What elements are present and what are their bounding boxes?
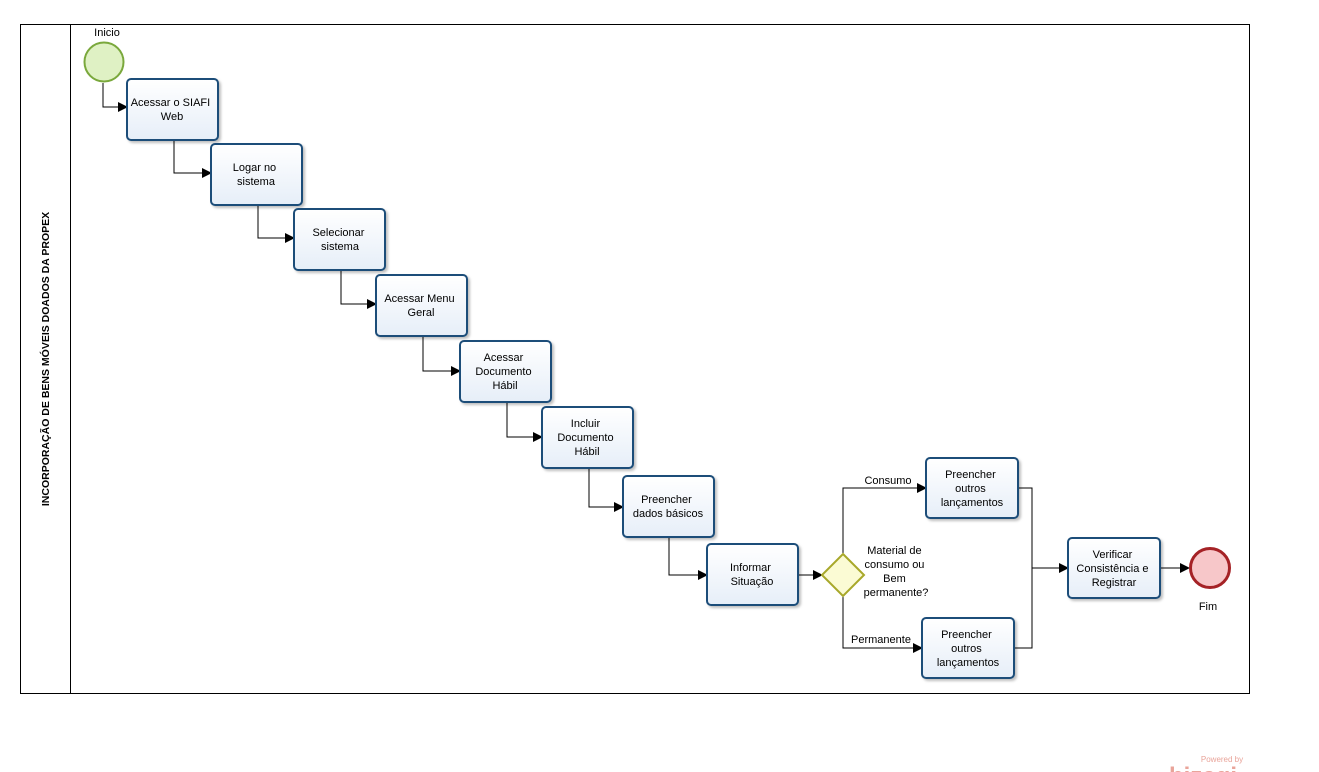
task-basic-data-label: Preencher dados básicos bbox=[633, 494, 704, 520]
flow-gateway-permanente bbox=[842, 596, 923, 653]
exclusive-gateway[interactable] bbox=[820, 552, 866, 598]
flow-t10-to-t11 bbox=[1014, 568, 1033, 649]
task-select-system-label: Selecionar sistema bbox=[312, 227, 367, 253]
flow-t2-to-t3 bbox=[257, 205, 295, 243]
flow-t6-to-t7 bbox=[588, 468, 624, 512]
task-access-document-label: Acessar Documento Hábil bbox=[475, 352, 534, 392]
pool-title: INCORPORAÇÃO DE BENS MÓVEIS DOADOS DA PR… bbox=[39, 212, 52, 506]
flow-t7-to-t8 bbox=[668, 537, 708, 580]
flow-gateway-consumo bbox=[842, 483, 927, 554]
start-event-label: Inicio bbox=[94, 27, 120, 39]
powered-by-label: Powered by bbox=[1201, 755, 1243, 764]
task-other-entries-consumo-label: Preencher outros lançamentos bbox=[941, 469, 1004, 509]
task-login-label: Logar no sistema bbox=[233, 162, 280, 188]
sequence-flows bbox=[102, 83, 1190, 653]
flow-t5-to-t6 bbox=[506, 402, 543, 442]
flow-label-consumo: Consumo bbox=[864, 475, 911, 487]
end-event-label: Fim bbox=[1199, 601, 1217, 613]
flow-label-permanente: Permanente bbox=[851, 634, 911, 646]
task-verify-register-label: Verificar Consistência e Registrar bbox=[1076, 549, 1151, 589]
gateway-question: Material de consumo ou Bem permanente? bbox=[864, 545, 929, 599]
pool-border bbox=[20, 24, 1250, 694]
task-include-document[interactable] bbox=[541, 406, 634, 469]
flow-t3-to-t4 bbox=[340, 270, 377, 309]
task-other-entries-consumo[interactable] bbox=[925, 457, 1019, 519]
task-other-entries-permanente-label: Preencher outros lançamentos bbox=[937, 629, 1000, 669]
task-access-siafi-label: Acessar o SIAFI Web bbox=[131, 97, 214, 123]
start-event[interactable] bbox=[83, 41, 125, 83]
flow-t9-to-t11 bbox=[1018, 487, 1069, 573]
task-verify-register[interactable] bbox=[1067, 537, 1161, 599]
flow-start-to-t1 bbox=[102, 83, 128, 112]
task-other-entries-permanente[interactable] bbox=[921, 617, 1015, 679]
task-access-document[interactable] bbox=[459, 340, 552, 403]
end-event[interactable] bbox=[1189, 547, 1231, 589]
task-login[interactable] bbox=[210, 143, 303, 206]
task-general-menu-label: Acessar Menu Geral bbox=[384, 293, 457, 319]
task-basic-data[interactable] bbox=[622, 475, 715, 538]
task-select-system[interactable] bbox=[293, 208, 386, 271]
task-inform-situation-label: Informar Situação bbox=[730, 562, 774, 588]
flow-t4-to-t5 bbox=[422, 336, 461, 376]
task-access-siafi[interactable] bbox=[126, 78, 219, 141]
flow-t1-to-t2 bbox=[173, 140, 212, 178]
task-inform-situation[interactable] bbox=[706, 543, 799, 606]
bizagi-logo: bizagi bbox=[1169, 763, 1237, 772]
task-general-menu[interactable] bbox=[375, 274, 468, 337]
task-include-document-label: Incluir Documento Hábil bbox=[557, 418, 616, 458]
